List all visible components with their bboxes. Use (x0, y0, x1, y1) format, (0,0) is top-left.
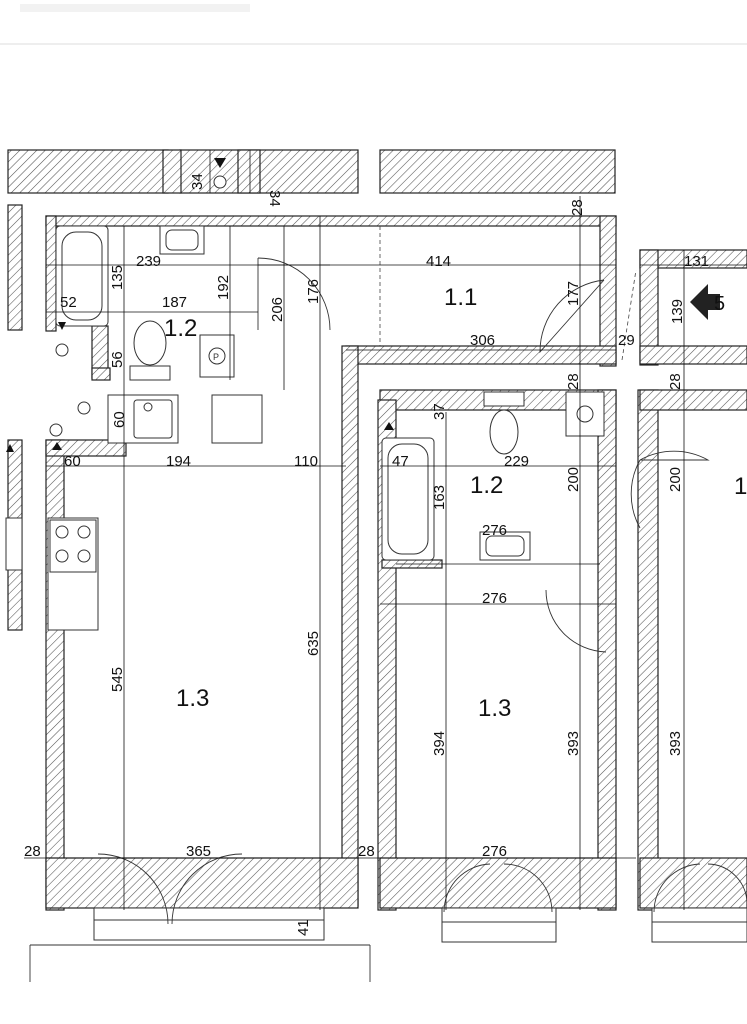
washbasin-left (159, 225, 205, 255)
dim-229: 229 (504, 453, 529, 470)
header-strip (0, 4, 747, 45)
entrance-marker-label: 5 (714, 293, 725, 315)
bathtub-mid (381, 437, 435, 561)
dim-28-b: 28 (565, 373, 582, 390)
kitchen-sink-left (107, 394, 179, 444)
dim-28-e: 28 (358, 843, 375, 860)
svg-text:P: P (213, 352, 219, 362)
dim-276-c: 276 (482, 843, 507, 860)
dim-394: 394 (431, 731, 448, 756)
boiler-mid (565, 391, 605, 437)
toilet-mid (483, 391, 525, 455)
dim-306: 306 (470, 332, 495, 349)
dim-60-b: 60 (64, 453, 81, 470)
dim-163: 163 (431, 485, 448, 510)
balcony-right (651, 907, 747, 943)
dim-28-c: 28 (667, 373, 684, 390)
balcony-mid (441, 907, 557, 943)
washbasin-mid (479, 531, 531, 561)
dim-52: 52 (60, 294, 77, 311)
dim-393-b: 393 (667, 731, 684, 756)
dim-276-a: 276 (482, 522, 507, 539)
entrance-marker (690, 284, 720, 320)
dim-393-a: 393 (565, 731, 582, 756)
dim-206: 206 (269, 297, 286, 322)
dim-34-a: 34 (189, 173, 206, 190)
dim-192: 192 (215, 275, 232, 300)
dim-414: 414 (426, 253, 451, 270)
dim-239: 239 (136, 253, 161, 270)
cabinet-left (211, 394, 263, 444)
boiler-left: P (199, 334, 235, 378)
dim-194: 194 (166, 453, 191, 470)
dim-187: 187 (162, 294, 187, 311)
bathtub-left (55, 225, 109, 327)
dim-41: 41 (295, 919, 312, 936)
toilet-left (129, 320, 171, 381)
room-label-1-3-mid: 1.3 (478, 695, 511, 722)
walls (7, 149, 747, 911)
stove-edge (5, 517, 23, 571)
dim-200-b: 200 (667, 467, 684, 492)
dim-60-a: 60 (111, 411, 128, 428)
dim-131: 131 (684, 253, 709, 270)
dim-56: 56 (109, 351, 126, 368)
dim-139: 139 (669, 299, 686, 324)
dim-365: 365 (186, 843, 211, 860)
dim-176: 176 (305, 279, 322, 304)
dim-37: 37 (431, 403, 448, 420)
dim-47: 47 (392, 453, 409, 470)
dim-34-b: 34 (266, 190, 283, 207)
dim-177: 177 (565, 281, 582, 306)
markers (6, 158, 394, 452)
dim-635: 635 (305, 631, 322, 656)
room-label-1-3-left: 1.3 (176, 685, 209, 712)
stove-left (47, 517, 99, 631)
dimension-lines (24, 150, 747, 910)
room-label-1-2-left: 1.2 (164, 315, 197, 342)
dim-545: 545 (109, 667, 126, 692)
balcony-left (93, 907, 325, 941)
room-label-1-1: 1.1 (444, 284, 477, 311)
dim-28-d: 28 (24, 843, 41, 860)
room-label-1-partial: 1 (734, 473, 747, 500)
room-label-1-2-mid: 1.2 (470, 472, 503, 499)
dim-110: 110 (294, 453, 318, 470)
dim-135: 135 (109, 265, 126, 290)
room-labels: 1.1 1.2 1.2 1.3 1.3 1 (164, 284, 747, 722)
dimension-labels: 34 34 28 239 135 414 131 187 192 176 177… (24, 173, 709, 936)
dim-276-b: 276 (482, 590, 507, 607)
dim-28-a: 28 (569, 199, 586, 216)
fixtures: P (5, 225, 747, 982)
doors (97, 226, 747, 925)
dim-29: 29 (618, 332, 635, 349)
dim-200-a: 200 (565, 467, 582, 492)
